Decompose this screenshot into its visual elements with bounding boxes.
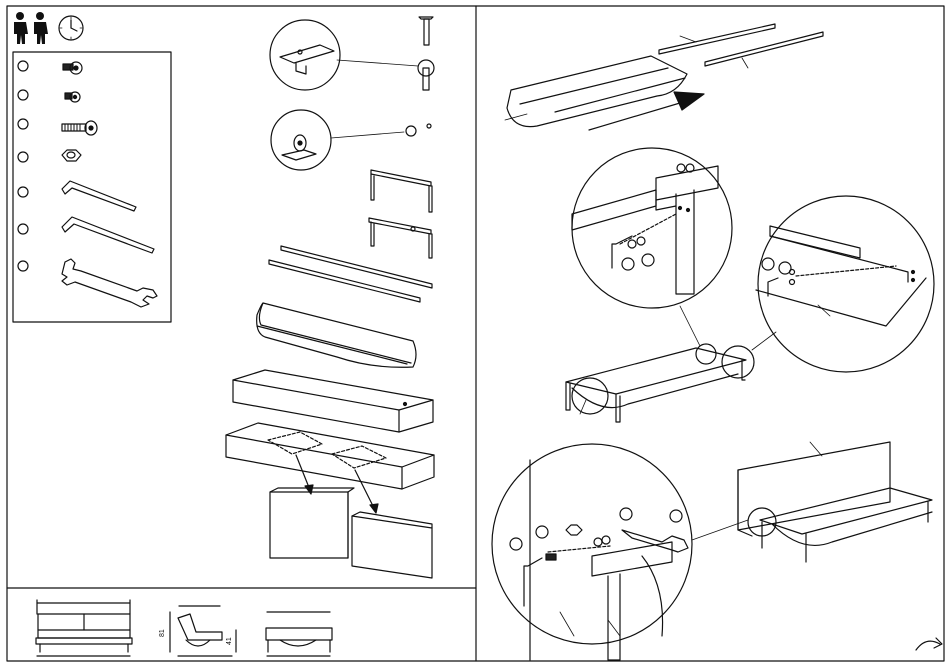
- sofa-front-view: [36, 600, 132, 656]
- storage-box-icon: [226, 423, 434, 578]
- leg-frame-icon: [369, 170, 432, 258]
- bolt-threaded-icon: [62, 121, 97, 135]
- open-end-wrench-icon: [62, 259, 157, 307]
- screw-short-icon: [65, 92, 80, 102]
- dimension-height-label: 81: [159, 629, 166, 637]
- page-turn-arrow-icon: [916, 638, 942, 650]
- step-frame-assembly: [566, 148, 934, 422]
- sofa-side-view: 81 41: [159, 606, 236, 656]
- sofa-bed-view: [266, 612, 332, 656]
- step-attach-cushion: [492, 442, 932, 660]
- clock-icon: [59, 16, 83, 40]
- dimension-diagrams: 81 41: [36, 600, 332, 656]
- dimension-seat-label: 41: [226, 637, 233, 645]
- step-tray-rails: [505, 24, 823, 130]
- screw-flat-head-icon: [63, 62, 82, 74]
- curved-tray-icon: [257, 303, 416, 367]
- cushion-block-icon: [233, 370, 433, 432]
- allen-key-small-icon: [62, 181, 136, 211]
- two-person-icon: [14, 12, 48, 44]
- parts-box: [13, 52, 171, 322]
- allen-key-large-icon: [62, 217, 154, 253]
- part-callout-circles: [18, 61, 28, 271]
- wheel-caster-icon: [271, 110, 431, 170]
- hex-nut-icon: [62, 150, 81, 161]
- leg-with-pad-icon: [270, 17, 434, 90]
- side-rail-icon: [269, 246, 432, 302]
